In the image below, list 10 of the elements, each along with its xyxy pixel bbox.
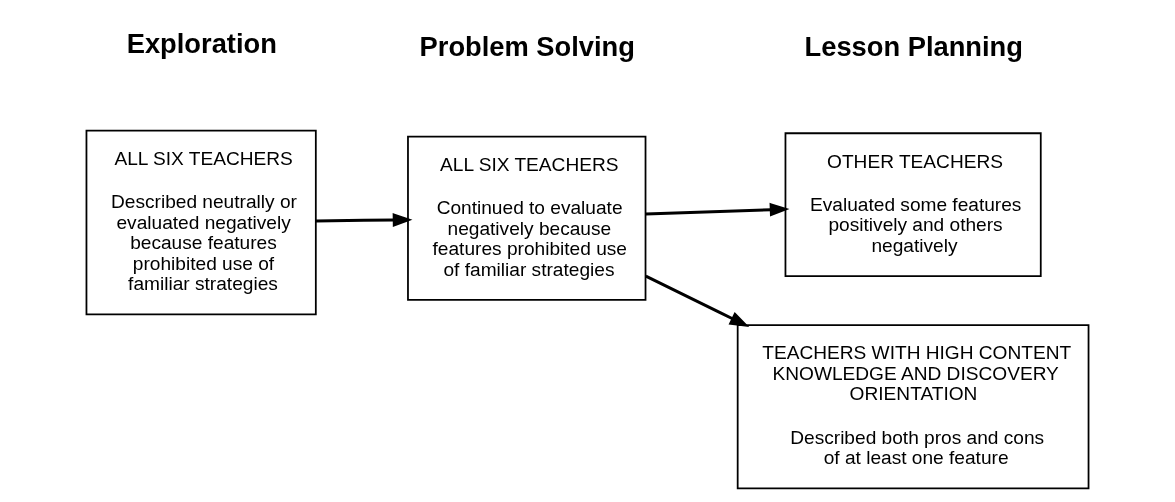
node-box: ALL SIX TEACHERS Described neutrally or evaluated negatively because features prohibited use of familiar strategies	[85, 129, 317, 316]
arrow	[645, 202, 790, 217]
label: Lesson Planning	[804, 30, 1023, 62]
node-box: ALL SIX TEACHERS Continued to evaluate negatively because features prohibited use of familiar strategies	[407, 135, 647, 301]
node-box: OTHER TEACHERS Evaluated some features positively and others negatively	[784, 132, 1042, 277]
arrow	[315, 213, 413, 227]
label: Exploration	[126, 28, 277, 60]
arrow	[645, 274, 750, 327]
node-box: TEACHERS WITH HIGH CONTENT KNOWLEDGE AND DISCOVERY ORIENTATION Described both pros and cons of at least one feature	[736, 324, 1090, 490]
label: Problem Solving	[419, 30, 635, 62]
